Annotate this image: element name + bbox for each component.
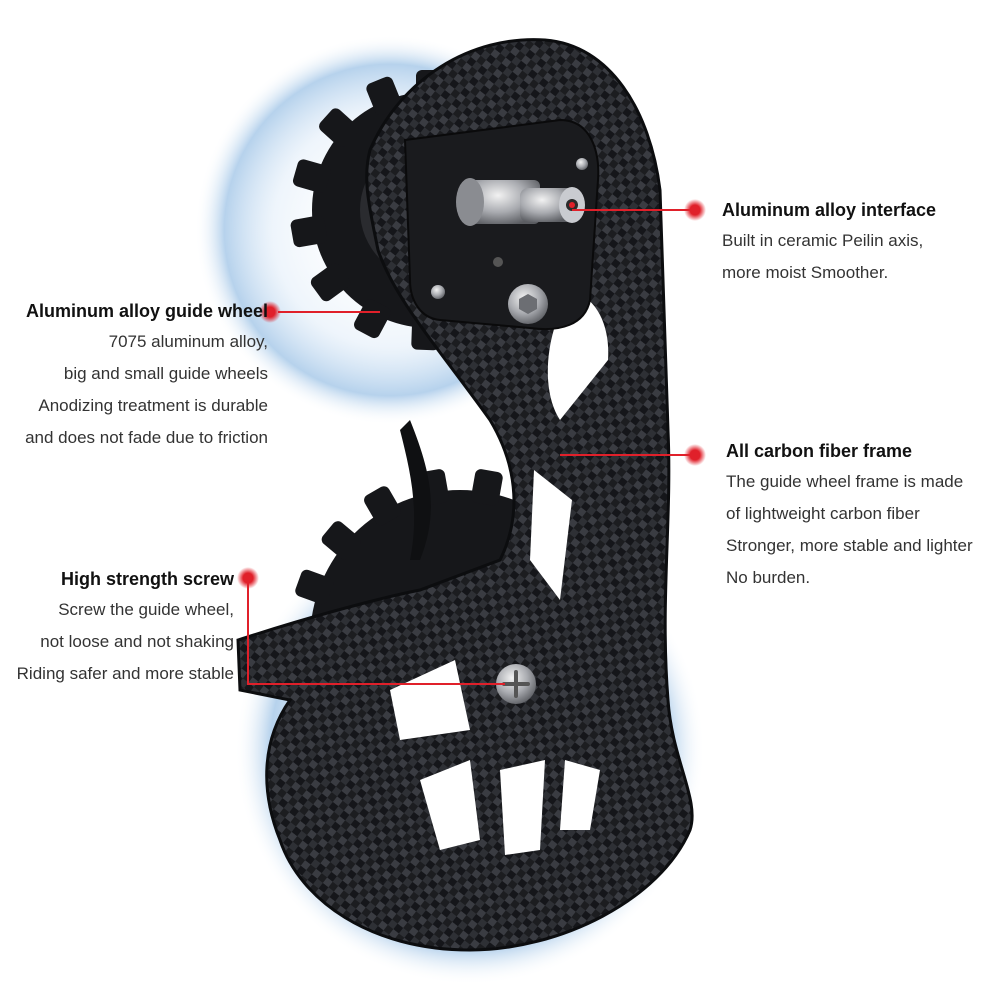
axle-bolt [456, 178, 585, 226]
callout-line: not loose and not shaking [40, 632, 234, 651]
callout-line: Screw the guide wheel, [58, 600, 234, 619]
callout-leaders [247, 209, 695, 685]
callout-dots [237, 199, 706, 589]
callout-aluminum-interface: Aluminum alloy interface Built in cerami… [722, 195, 936, 289]
callout-title: Aluminum alloy guide wheel [25, 301, 268, 321]
callout-line: Built in ceramic Peilin axis, [722, 231, 924, 250]
callout-title: High strength screw [60, 569, 234, 589]
callout-line: of lightweight carbon fiber [726, 504, 920, 523]
callout-title: Aluminum alloy interface [722, 200, 937, 220]
callout-guide-wheel: Aluminum alloy guide wheel 7075 aluminum… [0, 296, 268, 454]
callout-line: more moist Smoother. [722, 263, 889, 282]
callout-line: and does not fade due to friction [25, 428, 268, 447]
callout-line: Anodizing treatment is durable [38, 396, 268, 415]
callout-line: Stronger, more stable and lighter [726, 536, 973, 555]
callout-title: All carbon fiber frame [726, 441, 913, 461]
callout-line: big and small guide wheels [63, 364, 268, 383]
callout-carbon-frame: All carbon fiber frame The guide wheel f… [726, 436, 973, 594]
hex-screw [508, 284, 548, 324]
callout-line: The guide wheel frame is made [726, 472, 964, 491]
aluminum-interface-plate [403, 118, 600, 331]
phillips-screw [496, 664, 536, 704]
callout-line: 7075 aluminum alloy, [108, 332, 268, 351]
callout-line: No burden. [726, 568, 811, 587]
callout-line: Riding safer and more stable [16, 664, 234, 683]
callout-high-strength-screw: High strength screw Screw the guide whee… [0, 564, 234, 690]
